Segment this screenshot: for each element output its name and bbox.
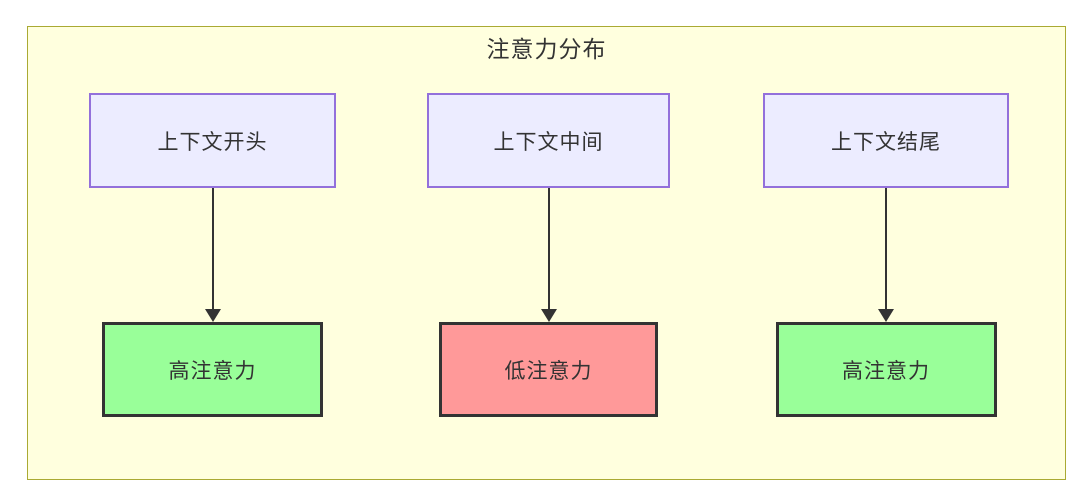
- arrow-middle-to-result: [540, 188, 557, 322]
- node-context-end: 上下文结尾: [763, 93, 1009, 188]
- arrow-head-down-icon: [878, 309, 894, 322]
- node-high-attention-1: 高注意力: [102, 322, 323, 417]
- diagram-column-context-begin: 上下文开头 高注意力: [89, 93, 336, 417]
- arrow-end-to-result: [878, 188, 894, 322]
- diagram-canvas: 注意力分布 上下文开头 高注意力 上下文中间 低注意力 上下文结尾 高注意力: [27, 26, 1066, 480]
- diagram-title: 注意力分布: [486, 36, 607, 62]
- diagram-column-context-middle: 上下文中间 低注意力: [427, 93, 670, 417]
- node-high-attention-2: 高注意力: [775, 322, 997, 417]
- arrow-line: [211, 188, 214, 309]
- node-context-begin: 上下文开头: [89, 93, 336, 188]
- arrow-line: [547, 188, 550, 309]
- diagram-column-context-end: 上下文结尾 高注意力: [763, 93, 1009, 417]
- arrow-line: [885, 188, 887, 309]
- arrow-head-down-icon: [540, 309, 557, 322]
- arrow-head-down-icon: [204, 309, 221, 322]
- node-context-middle: 上下文中间: [427, 93, 670, 188]
- arrow-begin-to-result: [204, 188, 221, 322]
- node-low-attention: 低注意力: [439, 322, 658, 417]
